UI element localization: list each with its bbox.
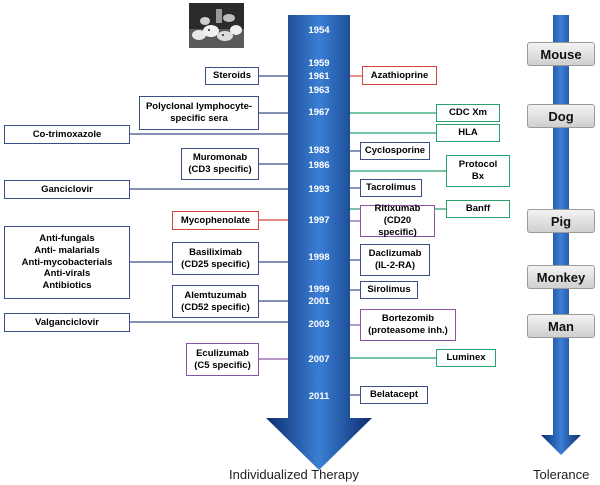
right-box-tacrolimus: Tacrolimus (360, 179, 422, 197)
right-box-bortezomib: Bortezomib (proteasome inh.) (360, 309, 456, 341)
right-box-luminex: Luminex (436, 349, 496, 367)
left-box-ganciclovir: Ganciclovir (4, 180, 130, 199)
year-2011: 2011 (308, 391, 330, 402)
year-2001: 2001 (308, 296, 330, 307)
left-box-valganciclovir: Valganciclovir (4, 313, 130, 332)
left-box-polyclonal-sera: Polyclonal lymphocyte- specific sera (139, 96, 259, 130)
year-1983: 1983 (308, 145, 330, 156)
right-box-azathioprine: Azathioprine (362, 66, 437, 85)
year-1967: 1967 (308, 107, 330, 118)
year-1961: 1961 (308, 71, 330, 82)
year-1998: 1998 (308, 252, 330, 263)
year-2003: 2003 (308, 319, 330, 330)
right-box-belatacept: Belatacept (360, 386, 428, 404)
year-2007: 2007 (308, 354, 330, 365)
left-box-alemtuzumab: Alemtuzumab (CD52 specific) (172, 285, 259, 318)
left-box-eculizumab: Eculizumab (C5 specific) (186, 343, 259, 376)
left-box-steroids: Steroids (205, 67, 259, 85)
lab-mice-photo (189, 3, 244, 48)
left-box-co-trimoxazole: Co-trimoxazole (4, 125, 130, 144)
timeline-arrow (266, 15, 372, 470)
tolerance-man: Man (527, 314, 595, 338)
right-box-daclizumab: Daclizumab (IL-2-RA) (360, 244, 430, 276)
left-box-basiliximab: Basiliximab (CD25 specific) (172, 242, 259, 275)
right-box-cdc-xm: CDC Xm (436, 104, 500, 122)
left-box-anti-infectives: Anti-fungals Anti- malarials Anti-mycoba… (4, 226, 130, 299)
right-box-cyclosporine: Cyclosporine (360, 142, 430, 160)
tolerance-mouse: Mouse (527, 42, 595, 66)
right-box-protocol-bx: Protocol Bx (446, 155, 510, 187)
right-box-banff: Banff (446, 200, 510, 218)
tolerance-dog: Dog (527, 104, 595, 128)
tolerance-arrow (541, 15, 581, 455)
right-box-hla: HLA (436, 124, 500, 142)
year-1997: 1997 (308, 215, 330, 226)
year-1986: 1986 (308, 160, 330, 171)
left-box-muromonab: Muromonab (CD3 specific) (181, 148, 259, 180)
year-1954: 1954 (308, 25, 330, 36)
right-box-ritixumab: Ritixumab (CD20 specific) (360, 203, 435, 238)
caption-individualized-therapy: Individualized Therapy (229, 467, 359, 482)
year-1963: 1963 (308, 85, 330, 96)
left-box-mycophenolate: Mycophenolate (172, 211, 259, 230)
year-1993: 1993 (308, 184, 330, 195)
tolerance-monkey: Monkey (527, 265, 595, 289)
year-1959: 1959 (308, 58, 330, 69)
right-box-sirolimus: Sirolimus (360, 281, 418, 299)
caption-tolerance: Tolerance (533, 467, 590, 482)
tolerance-pig: Pig (527, 209, 595, 233)
year-1999: 1999 (308, 284, 330, 295)
